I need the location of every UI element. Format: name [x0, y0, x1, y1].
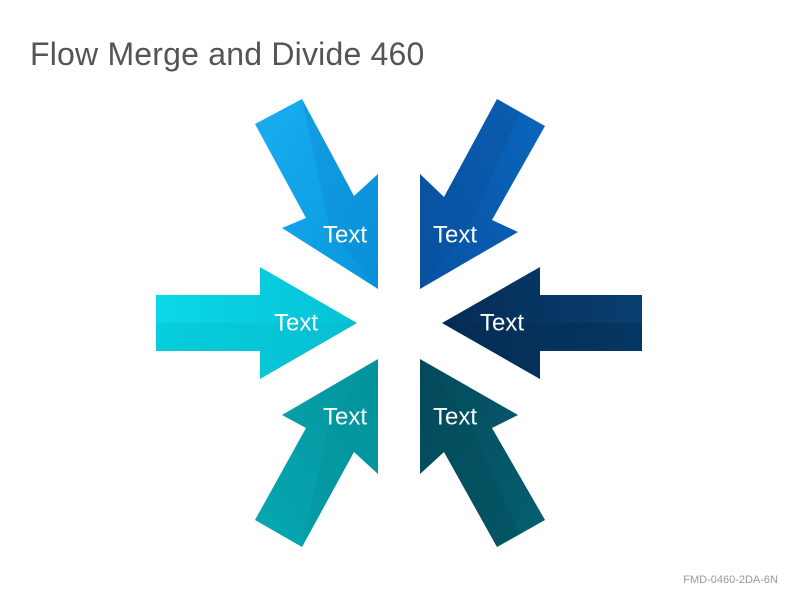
arrow-upper-left-body	[255, 99, 378, 289]
arrow-upper-left: Text	[255, 99, 378, 289]
arrow-upper-left-facet	[302, 99, 378, 289]
arrow-right: Text	[442, 267, 642, 379]
arrow-lower-right-label: Text	[433, 403, 477, 430]
arrow-left-label: Text	[274, 309, 318, 336]
diagram-code: FMD-0460-2DA-6N	[683, 574, 778, 586]
arrow-lower-right-body	[420, 359, 545, 547]
arrow-left-body	[156, 267, 357, 379]
arrow-upper-right-body	[420, 99, 545, 289]
arrow-upper-right-facet	[420, 99, 520, 289]
arrow-lower-left: Text	[255, 359, 378, 547]
arrow-lower-left-body	[255, 359, 378, 547]
arrow-lower-right-facet	[420, 359, 520, 547]
arrow-right-label: Text	[480, 309, 524, 336]
slide-title: Flow Merge and Divide 460	[30, 36, 425, 72]
arrow-left-facet	[156, 323, 357, 379]
arrow-right-body	[442, 267, 642, 379]
arrow-lower-right: Text	[420, 359, 545, 547]
arrow-upper-left-label: Text	[323, 221, 367, 248]
arrow-lower-left-facet	[302, 359, 378, 547]
arrow-right-facet	[442, 323, 642, 379]
arrow-upper-right: Text	[420, 99, 545, 289]
arrow-lower-left-label: Text	[323, 403, 367, 430]
arrow-left: Text	[156, 267, 357, 379]
arrow-upper-right-label: Text	[433, 221, 477, 248]
